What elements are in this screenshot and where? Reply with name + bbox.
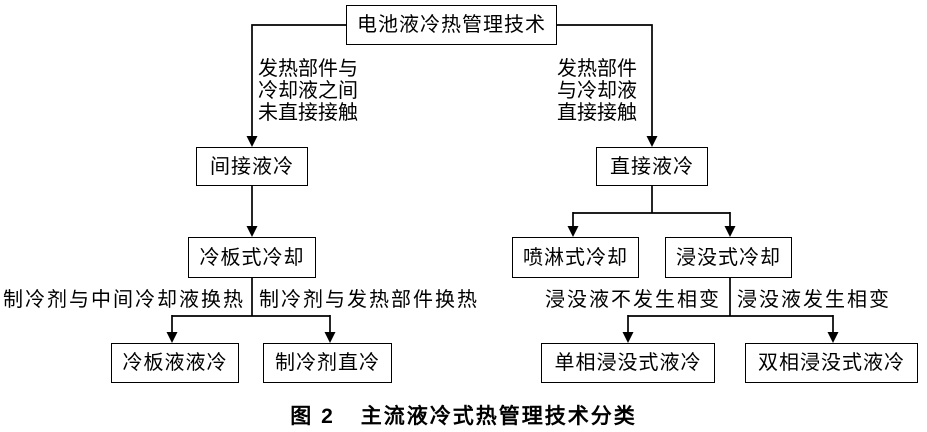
node-root-battery-liquid-cooling: 电池液冷热管理技术 bbox=[346, 5, 557, 45]
arrowhead-refrigerant-direct bbox=[324, 332, 336, 343]
figure-caption-title: 主流液冷式热管理技术分类 bbox=[360, 405, 637, 428]
edge-label-line: 发热部件 bbox=[557, 58, 637, 80]
figure-caption-number: 图 2 bbox=[290, 405, 335, 428]
node-direct-liquid-cooling: 直接液冷 bbox=[596, 147, 708, 186]
arrowhead-coldplate-liquid bbox=[166, 332, 178, 343]
node-indirect-liquid-cooling: 间接液冷 bbox=[196, 147, 308, 186]
arrowhead-single-phase bbox=[622, 332, 634, 343]
node-single-phase-immersion: 单相浸没式液冷 bbox=[541, 343, 715, 383]
node-cold-plate-liquid-liquid: 冷板液液冷 bbox=[111, 343, 239, 383]
arrowhead-direct bbox=[646, 136, 658, 147]
arrowhead-dual-phase bbox=[827, 332, 839, 343]
edge-label-line: 冷却液之间 bbox=[258, 80, 358, 102]
edge-label-no-phase-change: 浸没液不发生相变 bbox=[545, 289, 721, 311]
node-immersion-cooling: 浸没式冷却 bbox=[665, 237, 792, 278]
edge-label-refrigerant-heating-parts: 制冷剂与发热部件换热 bbox=[259, 289, 479, 311]
edge-label-phase-change: 浸没液发生相变 bbox=[737, 289, 891, 311]
edge-label-line: 直接接触 bbox=[557, 102, 637, 124]
edge-label-right-condition: 发热部件 与冷却液 直接接触 bbox=[557, 58, 637, 124]
edge-label-line: 与冷却液 bbox=[557, 80, 637, 102]
connector-direct-split bbox=[572, 186, 731, 227]
arrowhead-indirect bbox=[246, 136, 258, 147]
node-spray-cooling: 喷淋式冷却 bbox=[512, 237, 639, 278]
edge-label-coldplate-intermediate-coolant: 制冷剂与中间冷却液换热 bbox=[3, 289, 245, 311]
node-refrigerant-direct-cooling: 制冷剂直冷 bbox=[263, 343, 392, 383]
edge-label-line: 发热部件与 bbox=[258, 58, 358, 80]
node-dual-phase-immersion: 双相浸没式液冷 bbox=[745, 343, 918, 383]
arrowhead-coldplate bbox=[246, 226, 258, 237]
arrowhead-spray bbox=[567, 226, 579, 237]
node-cold-plate-cooling: 冷板式冷却 bbox=[188, 237, 316, 278]
arrowhead-immersion bbox=[724, 226, 736, 237]
figure-caption: 图 2 主流液冷式热管理技术分类 bbox=[0, 400, 927, 430]
edge-label-left-condition: 发热部件与 冷却液之间 未直接接触 bbox=[258, 58, 358, 124]
edge-label-line: 未直接接触 bbox=[258, 102, 358, 124]
